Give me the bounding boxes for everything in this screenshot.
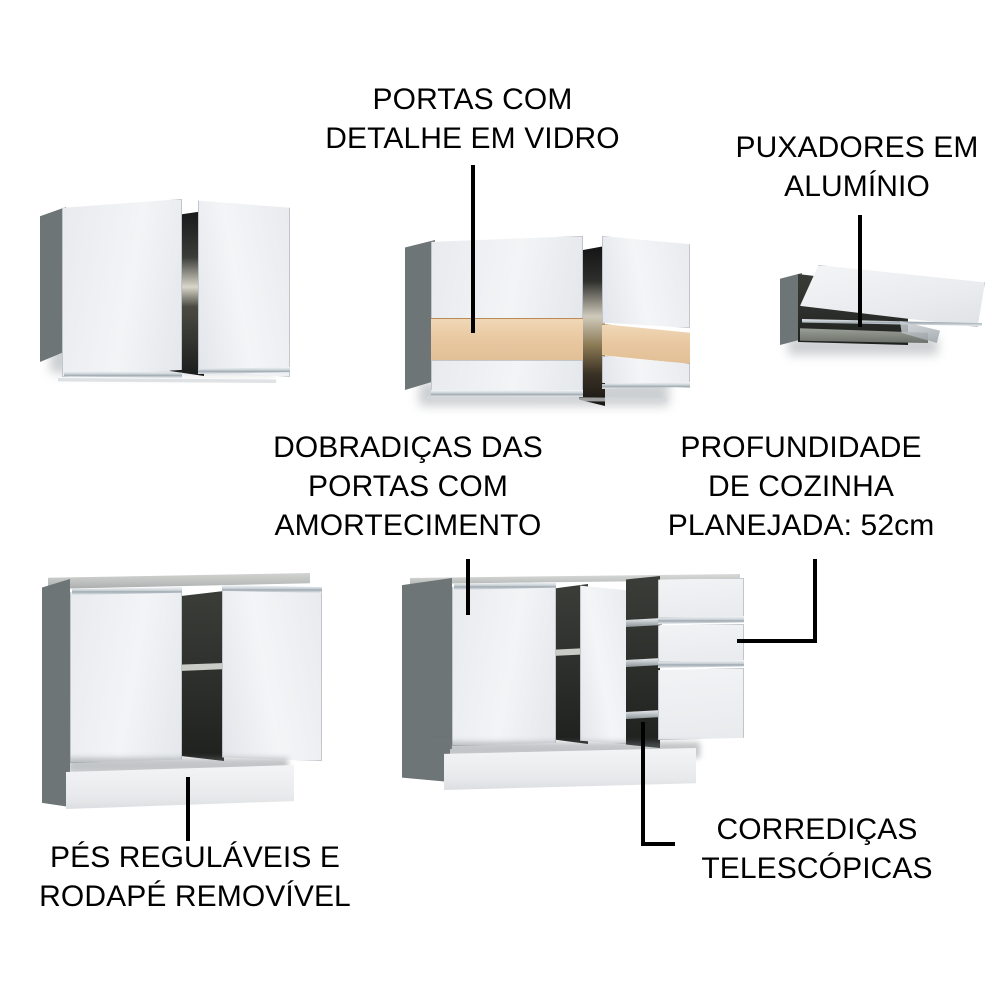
handle-strip-right (222, 585, 322, 593)
handle-strip-right (602, 382, 690, 389)
carcass-body (780, 273, 802, 345)
door-left (62, 199, 182, 377)
door-right (198, 200, 290, 377)
interior-shelf (180, 663, 224, 671)
carcass-left-side (402, 578, 452, 756)
handle-strip-drawer-middle (658, 660, 744, 668)
handle-strip-left (431, 390, 583, 397)
cabinet-base-edge (427, 396, 667, 402)
telescopic-slide-top (626, 618, 662, 627)
carcass-left-side (405, 240, 435, 390)
door-left (70, 587, 182, 763)
cabinet-base-edge (58, 378, 276, 383)
callout-corredicas: CORREDIÇAS TELESCÓPICAS (701, 813, 933, 885)
drawer-front-bottom (658, 668, 744, 740)
leader-line-portas-vidro (471, 165, 475, 333)
callout-pes-rodape: PÉS REGULÁVEIS E RODAPÉ REMOVÍVEL (39, 841, 351, 913)
product-wall-cabinet-2-doors (40, 195, 290, 395)
telescopic-slide-bottom (626, 710, 662, 719)
plinth-left-return (402, 738, 450, 782)
callout-profundidade: PROFUNDIDADE DE COZINHA PLANEJADA: 52cm (667, 431, 935, 542)
handle-strip-drawer-top (658, 616, 744, 624)
removable-plinth (66, 765, 294, 809)
carcass-left-side (40, 207, 66, 362)
door-right (222, 585, 322, 761)
interior-shelf (552, 648, 588, 656)
carcass-left-side (42, 579, 70, 791)
leader-line-puxadores (858, 215, 862, 327)
leader-line-profundidade-vertical (813, 559, 817, 643)
door-middle (580, 585, 628, 744)
handle-strip-right (198, 367, 290, 374)
product-base-cabinet-doors-drawers (400, 560, 745, 790)
leader-line-dobradicas (466, 559, 470, 615)
handle-strip-left (64, 371, 182, 378)
leader-line-profundidade-horizontal (737, 639, 817, 643)
callout-dobradicas-amortecimento: DOBRADIÇAS DAS PORTAS COM AMORTECIMENTO (273, 431, 543, 542)
leader-line-pes-rodape (186, 777, 190, 841)
product-base-cabinet-2-doors (30, 565, 322, 815)
removable-plinth (444, 748, 696, 790)
door-left-upper-panel (431, 236, 583, 320)
handle-strip-door-left (454, 582, 556, 590)
interior-bottom-panel (800, 328, 928, 343)
telescopic-slide-middle (626, 658, 662, 667)
callout-portas-vidro: PORTAS COM DETALHE EM VIDRO (325, 83, 620, 155)
product-wall-cabinet-glass-detail (405, 232, 690, 412)
leader-line-corredicas-vertical (641, 722, 645, 846)
door-gap-interior (579, 246, 605, 406)
callout-puxadores-aluminio: PUXADORES EM ALUMÍNIO (735, 131, 979, 203)
cabinet-top-edge (410, 574, 740, 584)
cabinet-interior (180, 591, 224, 761)
handle-strip-left (72, 587, 182, 595)
aluminium-handle-rail (802, 318, 982, 326)
drawer-front-middle (658, 624, 744, 662)
drawer-front-top (658, 578, 744, 618)
leader-line-corredicas-horizontal (641, 842, 675, 846)
plinth-left-return (42, 755, 70, 807)
glass-detail-band-left (431, 318, 583, 362)
product-wall-cabinet-flip-door (780, 265, 985, 360)
door-right-upper-panel (602, 236, 690, 328)
